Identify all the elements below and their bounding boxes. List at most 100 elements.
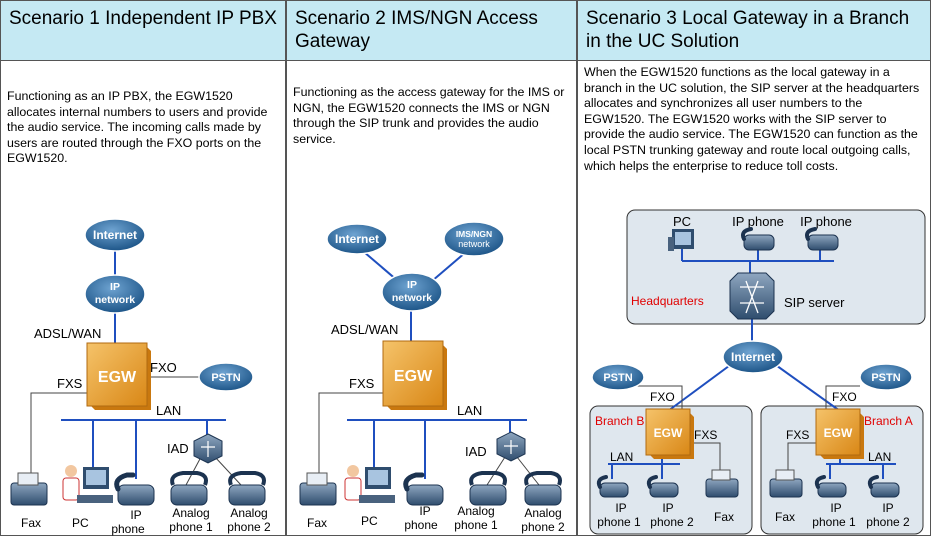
ip-phone-icon [114,472,155,506]
fxs-link [30,392,87,475]
hq-ip-phone-b-icon [804,227,839,251]
svg-text:IP: IP [110,281,120,293]
fax-label: Fax [307,516,327,530]
branch-b-region [589,405,753,535]
fxo-label: FXO [150,360,177,375]
scenario-2-panel: Scenario 2 IMS/NGN Access Gateway Functi… [286,0,577,536]
fax-label: Fax [21,516,41,530]
svg-text:Internet: Internet [731,350,775,364]
fax-icon [10,472,48,506]
egw-branch-a-icon: EGW [815,408,864,459]
adsl-label: ADSL/WAN [331,322,398,337]
scenario-3-description: When the EGW1520 functions as the local … [584,65,920,173]
svg-text:Internet: Internet [335,232,379,246]
branch-b-fax-label: Fax [714,510,734,524]
scenario-1-diagram: Internet IP network ADSL/WAN EGW FXO FXS… [10,218,271,536]
ip-network-cloud-icon: IP network [84,274,146,314]
lan-label: LAN [156,403,181,418]
branch-a-label: Branch A [864,414,913,428]
svg-text:IMS/NGN: IMS/NGN [456,229,492,239]
svg-text:network: network [392,292,432,304]
branch-a-ip-phone-2-icon [867,475,900,498]
svg-text:EGW: EGW [824,426,853,440]
svg-text:IP: IP [407,279,417,291]
analog-phone-1-icon [170,471,208,506]
scenario-3-diagram: PC IP phone IP phone Headquarters SIP s [589,209,926,535]
fxo-a-label: FXO [832,390,857,404]
svg-text:EGW: EGW [394,368,433,385]
internet-cloud-icon: Internet [326,223,388,255]
egw-device-icon: EGW [382,340,447,410]
fax-icon [299,472,337,506]
svg-text:EGW: EGW [98,369,137,386]
branch-b-label: Branch B [595,414,644,428]
pc-icon [62,465,113,503]
ip-network-cloud-icon: IP network [381,272,443,312]
iad-router-icon [193,433,223,464]
scenario-3-panel: Scenario 3 Local Gateway in a Branch in … [577,0,931,536]
pstn-left-cloud-icon: PSTN [591,363,645,391]
sip-server-label: SIP server [784,295,845,310]
branch-a-region [760,405,924,535]
lan-b-label: LAN [610,450,633,464]
pstn-cloud-icon: PSTN [198,362,254,392]
svg-text:network: network [458,239,490,249]
branch-a-fax-icon [769,469,803,498]
scenario-2-diagram: Internet IMS/NGN network IP network ADSL… [299,221,565,534]
internet-cloud-icon: Internet [84,218,146,252]
analog-phone-2-icon [228,471,266,506]
lan-label: LAN [457,403,482,418]
analog-phone-2-icon [524,471,562,506]
pc-label: PC [72,516,89,530]
adsl-label: ADSL/WAN [34,326,101,341]
sip-server-icon [729,272,775,320]
branch-a-ip-phone-1-icon [814,475,847,498]
scenario-1-description: Functioning as an IP PBX, the EGW1520 al… [7,89,268,166]
pc-icon [344,465,395,503]
fxs-label: FXS [57,376,83,391]
analog-phone-1-icon [469,471,507,506]
scenario-1-title: Scenario 1 Independent IP PBX [1,1,285,61]
svg-text:PSTN: PSTN [871,372,900,384]
internet-cloud-icon: Internet [722,340,784,374]
svg-text:PSTN: PSTN [603,372,632,384]
branch-b-ip-phone-2-icon [646,475,679,498]
fxs-a-label: FXS [786,428,809,442]
iad-label: IAD [465,444,487,459]
hq-ip-phone-b-label: IP phone [800,214,852,229]
ip-phone-icon [403,472,444,506]
svg-text:network: network [95,294,135,306]
headquarters-label: Headquarters [631,294,704,308]
hq-ip-phone-a-icon [740,227,775,251]
ims-ngn-cloud-icon: IMS/NGN network [443,221,505,257]
pstn-right-cloud-icon: PSTN [859,363,913,391]
svg-text:PSTN: PSTN [211,372,240,384]
hq-ip-phone-a-label: IP phone [732,214,784,229]
egw-branch-b-icon: EGW [645,408,694,459]
branch-b-ip-phone-1-icon [596,475,629,498]
branch-b-fax-icon [705,469,739,498]
headquarters-region [626,209,926,325]
egw-device-icon: EGW [86,342,151,410]
lan-a-label: LAN [868,450,891,464]
iad-label: IAD [167,441,189,456]
scenario-2-title: Scenario 2 IMS/NGN Access Gateway [287,1,576,61]
svg-text:Internet: Internet [93,228,137,242]
hq-pc-icon [668,229,694,251]
fxs-b-label: FXS [694,428,717,442]
svg-text:EGW: EGW [654,426,683,440]
scenario-2-description: Functioning as the access gateway for th… [293,85,565,146]
pc-label: PC [361,514,378,528]
iad-router-icon [496,431,526,462]
